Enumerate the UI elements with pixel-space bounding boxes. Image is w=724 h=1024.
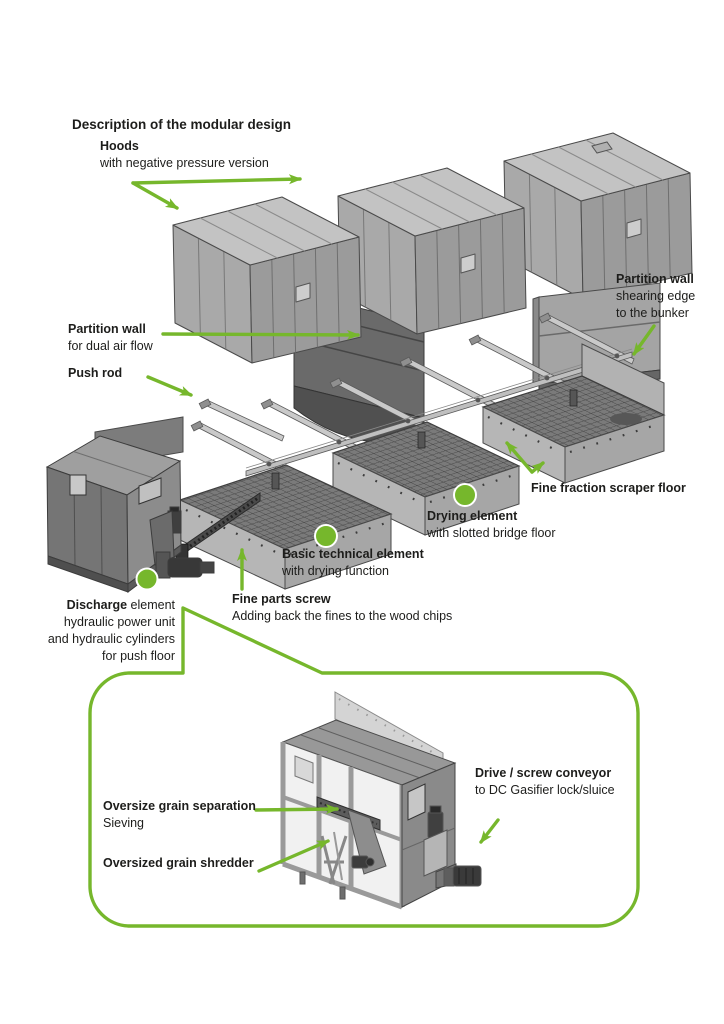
partition-right-sub2: to the bunker bbox=[616, 306, 689, 320]
shredder-label: Oversized grain shredder bbox=[103, 856, 254, 870]
drive-conveyor-sub: to DC Gasifier lock/sluice bbox=[475, 783, 615, 797]
marker-dot-drying-element bbox=[453, 483, 477, 507]
partition-left-arrow bbox=[161, 329, 360, 340]
page-title: Description of the modular design bbox=[72, 117, 292, 132]
drive-conveyor-title: Drive / screw conveyor bbox=[475, 766, 612, 780]
inner-chute bbox=[347, 809, 387, 875]
drive-conveyor-arrow bbox=[479, 818, 500, 844]
discharge-title-line: Discharge element bbox=[10, 597, 175, 614]
fine-parts-title: Fine parts screw bbox=[232, 592, 331, 606]
drying-element-label: Drying element with slotted bridge floor bbox=[427, 508, 556, 542]
discharge-title-rest: element bbox=[127, 598, 175, 612]
discharge-label: Discharge element hydraulic power unit a… bbox=[10, 597, 175, 665]
partition-left-title: Partition wall bbox=[68, 322, 146, 336]
drive-conveyor-label: Drive / screw conveyor to DC Gasifier lo… bbox=[475, 765, 615, 799]
discharge-line4: for push floor bbox=[102, 649, 175, 663]
oversize-separation-sub: Sieving bbox=[103, 816, 144, 830]
oversize-separation-arrow bbox=[254, 804, 339, 815]
fine-fraction-scraper-floor-illustration bbox=[481, 343, 666, 484]
screw-conveyor-motor bbox=[452, 865, 482, 887]
discharge-line3: and hydraulic cylinders bbox=[47, 632, 175, 646]
discharge-line2: hydraulic power unit bbox=[63, 615, 175, 629]
partition-left-label: Partition wall for dual air flow bbox=[68, 321, 153, 355]
shredder-arrow bbox=[257, 839, 330, 873]
fine-fraction-arrow-right bbox=[530, 461, 545, 474]
hoods-arrow-down bbox=[131, 181, 179, 210]
partition-left-sub: for dual air flow bbox=[68, 339, 153, 353]
basic-element-title: Basic technical element bbox=[282, 547, 424, 561]
label-arrows bbox=[131, 174, 656, 591]
hood-roof-hatch bbox=[591, 141, 613, 154]
fine-parts-sub: Adding back the fines to the wood chips bbox=[232, 609, 453, 623]
discharge-title-bold: Discharge bbox=[66, 598, 128, 612]
drying-element-title: Drying element bbox=[427, 509, 518, 523]
partition-right-sub1: shearing edge bbox=[616, 289, 696, 303]
marker-dots bbox=[135, 483, 477, 591]
push-rod-label: Push rod bbox=[68, 366, 123, 380]
fine-parts-label: Fine parts screw Adding back the fines t… bbox=[232, 591, 452, 625]
basic-element-sub: with drying function bbox=[282, 564, 390, 578]
fine-fraction-label: Fine fraction scraper floor bbox=[531, 481, 686, 495]
hoods-label: Hoods with negative pressure version bbox=[100, 138, 269, 172]
hoods-label-title: Hoods bbox=[100, 139, 139, 153]
drying-element-sub: with slotted bridge floor bbox=[427, 526, 556, 540]
marker-dot-basic-element bbox=[314, 524, 338, 548]
oversize-separation-label: Oversize grain separation Sieving bbox=[103, 798, 256, 832]
push-rod-arrow bbox=[146, 375, 193, 397]
hood-middle bbox=[337, 167, 527, 335]
partition-right-label: Partition wall shearing edge to the bunk… bbox=[616, 271, 695, 322]
fine-parts-screw-illustration bbox=[175, 492, 261, 559]
hood-left bbox=[172, 196, 362, 364]
drying-element-illustration bbox=[331, 421, 521, 536]
oversize-separation-title: Oversize grain separation bbox=[103, 799, 256, 813]
callout-arrows bbox=[254, 804, 500, 873]
basic-element-label: Basic technical element with drying func… bbox=[282, 546, 424, 580]
screening-machine-illustration bbox=[280, 691, 482, 910]
discharge-element-illustration bbox=[45, 435, 215, 594]
partition-right-title: Partition wall bbox=[616, 272, 694, 286]
hoods-arrow-right bbox=[131, 174, 302, 185]
hoods-label-sub: with negative pressure version bbox=[100, 156, 269, 170]
hoods-illustration bbox=[172, 132, 693, 364]
partition-right-arrow bbox=[632, 324, 656, 356]
marker-dot-discharge bbox=[135, 567, 159, 591]
push-rod-frame-illustration bbox=[190, 312, 635, 477]
fine-fraction-arrow-left bbox=[505, 441, 534, 474]
